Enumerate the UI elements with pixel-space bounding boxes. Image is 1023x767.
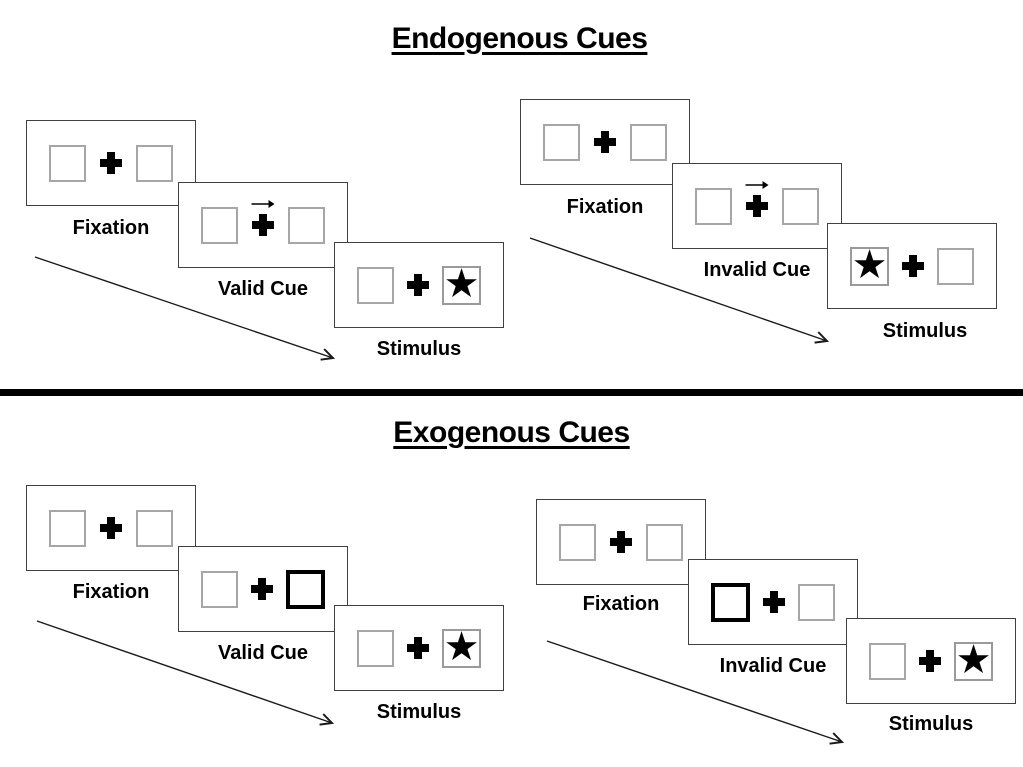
star-icon: ★ xyxy=(443,623,480,670)
sequence-flow-arrow xyxy=(34,256,336,361)
left-placeholder-box xyxy=(559,523,596,561)
right-placeholder-box xyxy=(646,523,683,561)
fixation-panel xyxy=(26,120,196,206)
target-box: ★ xyxy=(954,636,993,683)
section-title-text: Endogenous Cues xyxy=(391,22,648,55)
left-placeholder-box xyxy=(201,206,238,244)
sequence-flow-arrow xyxy=(546,640,845,745)
stimulus-panel: ★ xyxy=(846,618,1016,704)
panel-label: Valid Cue xyxy=(217,642,309,664)
left-placeholder-box xyxy=(695,187,732,225)
panel-label: Stimulus xyxy=(376,338,462,360)
panel-label: Fixation xyxy=(72,217,150,239)
fixation-panel xyxy=(520,99,690,185)
left-placeholder-box xyxy=(543,123,580,161)
star-icon: ★ xyxy=(851,241,888,288)
target-box: ★ xyxy=(442,260,481,307)
panel-label: Invalid Cue xyxy=(703,259,811,281)
fixation-cross-icon xyxy=(763,591,785,613)
panel-label: Invalid Cue xyxy=(719,655,827,677)
right-placeholder-box xyxy=(937,247,974,285)
left-placeholder-box xyxy=(869,642,906,680)
panel-label: Valid Cue xyxy=(217,278,309,300)
right-arrow-icon xyxy=(251,200,275,208)
panel-label: Stimulus xyxy=(376,701,462,723)
right-placeholder-box xyxy=(798,583,835,621)
section-divider xyxy=(0,389,1023,396)
stimulus-panel: ★ xyxy=(827,223,997,309)
star-icon: ★ xyxy=(955,636,992,683)
section-title: Endogenous Cues xyxy=(8,22,1023,56)
panel-label: Fixation xyxy=(582,593,660,615)
fixation-cross-icon xyxy=(252,214,274,236)
right-placeholder-box xyxy=(782,187,819,225)
fixation-cross-icon xyxy=(100,517,122,539)
sequence-flow-arrow xyxy=(36,620,335,726)
right-placeholder-box xyxy=(136,144,173,182)
left-placeholder-box xyxy=(357,629,394,667)
fixation-cross-icon xyxy=(610,531,632,553)
central-cue xyxy=(745,181,769,217)
right-placeholder-box xyxy=(630,123,667,161)
fixation-cross-icon xyxy=(902,255,924,277)
highlighted-cue-box xyxy=(711,582,750,622)
target-box: ★ xyxy=(850,241,889,288)
cue-panel xyxy=(672,163,842,249)
left-placeholder-box xyxy=(357,266,394,304)
fixation-cross-icon xyxy=(407,274,429,296)
fixation-cross-icon xyxy=(100,152,122,174)
right-placeholder-box xyxy=(136,509,173,547)
cue-panel xyxy=(688,559,858,645)
cue-panel xyxy=(178,546,348,632)
left-placeholder-box xyxy=(201,570,238,608)
right-arrow-icon xyxy=(745,181,769,189)
left-placeholder-box xyxy=(49,144,86,182)
stimulus-panel: ★ xyxy=(334,605,504,691)
fixation-panel xyxy=(26,485,196,571)
panel-label: Fixation xyxy=(566,196,644,218)
panel-label: Fixation xyxy=(72,581,150,603)
fixation-cross-icon xyxy=(594,131,616,153)
fixation-cross-icon xyxy=(919,650,941,672)
panel-label: Stimulus xyxy=(882,320,968,342)
target-box: ★ xyxy=(442,623,481,670)
fixation-cross-icon xyxy=(251,578,273,600)
section-title-text: Exogenous Cues xyxy=(393,416,630,449)
central-cue xyxy=(251,200,275,236)
star-icon: ★ xyxy=(443,260,480,307)
highlighted-cue-box xyxy=(286,569,325,609)
section-title: Exogenous Cues xyxy=(0,416,1023,450)
stimulus-panel: ★ xyxy=(334,242,504,328)
cue-panel xyxy=(178,182,348,268)
right-placeholder-box xyxy=(288,206,325,244)
fixation-cross-icon xyxy=(407,637,429,659)
fixation-cross-icon xyxy=(746,195,768,217)
fixation-panel xyxy=(536,499,706,585)
panel-label: Stimulus xyxy=(888,713,974,735)
sequence-flow-arrow xyxy=(529,237,830,344)
left-placeholder-box xyxy=(49,509,86,547)
